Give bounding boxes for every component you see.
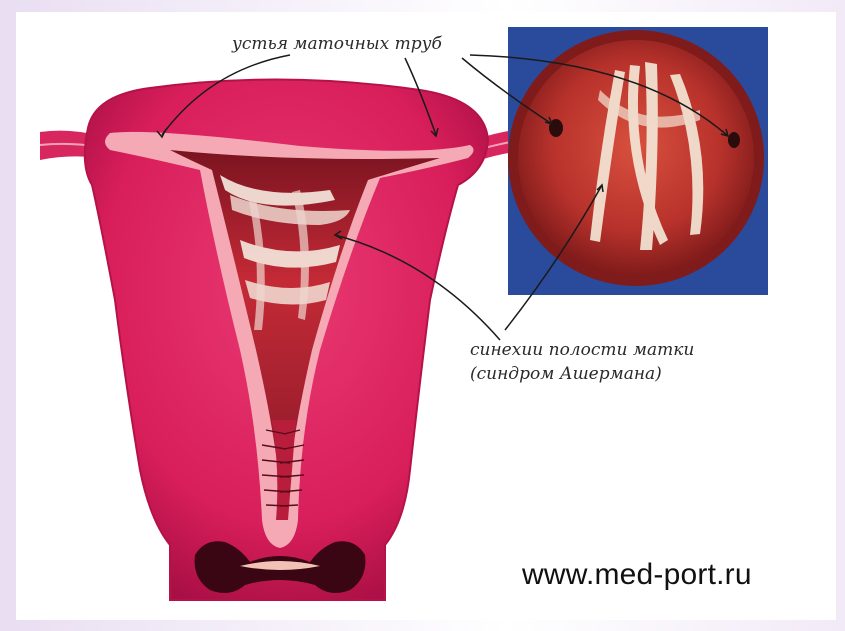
synechiae-label-line1: синехии полости матки [470,340,694,360]
tubal-ostium-right [728,132,740,148]
synechiae-label-line2: (синдром Ашермана) [470,364,662,384]
site-watermark: www.med-port.ru [522,558,752,592]
hysteroscopy-view [508,27,768,295]
tubal-ostia-label: устья маточных труб [232,34,442,54]
